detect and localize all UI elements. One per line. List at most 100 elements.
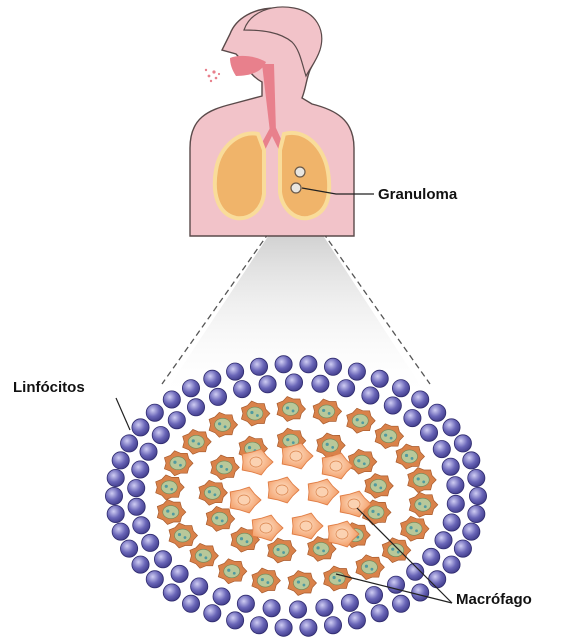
macrophage-cluster-icon <box>324 566 353 591</box>
lymphocyte-cell-icon <box>365 587 382 604</box>
lymphocyte-cell-icon <box>213 588 230 605</box>
macrophage-cluster-icon <box>409 492 438 517</box>
macrophage-cluster-icon <box>169 523 198 548</box>
lymphocyte-cell-icon <box>275 619 292 636</box>
lymphocyte-cell-icon <box>128 480 145 497</box>
lymphocyte-cell-icon <box>442 458 459 475</box>
lymphocyte-cell-icon <box>404 410 421 427</box>
lymphocyte-cell-icon <box>191 578 208 595</box>
lymphocyte-cell-icon <box>454 540 471 557</box>
lymphocyte-cell-icon <box>468 505 485 522</box>
lymphocyte-cell-icon <box>121 540 138 557</box>
lymphocyte-cell-icon <box>132 556 149 573</box>
lymphocyte-cell-icon <box>463 452 480 469</box>
lymphocyte-cell-icon <box>275 356 292 373</box>
lymphocyte-cell-icon <box>112 452 129 469</box>
macrophage-cluster-icon <box>252 568 281 593</box>
lymphocyte-cell-icon <box>182 595 199 612</box>
macrophage-cluster-icon <box>277 397 306 422</box>
lymphocyte-cell-icon <box>429 404 446 421</box>
lymphocyte-cell-icon <box>392 380 409 397</box>
macrofago-label: Macrófago <box>456 591 532 608</box>
lymphocyte-cell-icon <box>392 595 409 612</box>
lymphocyte-cell-icon <box>152 427 169 444</box>
macrophage-cell-icon <box>292 513 323 539</box>
lymphocyte-cell-icon <box>168 412 185 429</box>
lymphocyte-cell-icon <box>285 374 302 391</box>
macrophage-cluster-icon <box>347 408 376 433</box>
lymphocyte-cell-icon <box>429 571 446 588</box>
lymphocyte-cell-icon <box>300 356 317 373</box>
lymphocyte-cell-icon <box>237 595 254 612</box>
lymphocyte-cell-icon <box>469 487 486 504</box>
macrophage-cluster-icon <box>241 401 270 426</box>
lymphocyte-cell-icon <box>371 605 388 622</box>
macrophage-cell-icon <box>252 515 283 541</box>
lymphocyte-cell-icon <box>171 565 188 582</box>
macrophage-cluster-icon <box>348 449 377 474</box>
macrophage-cluster-icon <box>288 571 317 596</box>
lymphocyte-cell-icon <box>259 376 276 393</box>
lymphocyte-cell-icon <box>142 534 159 551</box>
granuloma-spot-1 <box>295 167 305 177</box>
macrophage-cluster-icon <box>401 516 430 541</box>
lymphocyte-cell-icon <box>209 388 226 405</box>
macrophage-cluster-icon <box>157 500 186 525</box>
lymphocyte-cell-icon <box>105 487 122 504</box>
lymphocyte-cell-icon <box>154 551 171 568</box>
macrophage-cell-icon <box>230 487 261 513</box>
lymphocyte-cell-icon <box>348 363 365 380</box>
lymphocyte-cell-icon <box>433 441 450 458</box>
macrophage-cell-icon <box>242 449 273 475</box>
lymphocyte-cell-icon <box>204 605 221 622</box>
lymphocyte-cell-icon <box>324 617 341 634</box>
lymphocyte-cell-icon <box>435 532 452 549</box>
macrophage-cluster-icon <box>396 444 425 469</box>
macrophage-cluster-icon <box>365 474 394 499</box>
lymphocyte-cell-icon <box>423 548 440 565</box>
lymphocyte-cell-icon <box>463 523 480 540</box>
lymphocyte-cell-icon <box>163 584 180 601</box>
macrophage-cluster-icon <box>156 475 185 500</box>
macrophage-cluster-icon <box>209 412 238 437</box>
lymphocyte-cell-icon <box>443 556 460 573</box>
human-torso-lungs-icon <box>190 7 354 236</box>
lymphocyte-cell-icon <box>146 571 163 588</box>
lymphocyte-cell-icon <box>140 443 157 460</box>
macrophage-cluster-icon <box>183 429 212 454</box>
lymphocyte-cell-icon <box>250 358 267 375</box>
lymphocyte-cell-icon <box>362 387 379 404</box>
lymphocyte-cell-icon <box>412 391 429 408</box>
lymphocyte-cell-icon <box>204 370 221 387</box>
macrophage-cluster-icon <box>199 480 228 505</box>
lymphocyte-cell-icon <box>300 619 317 636</box>
macrophage-cluster-icon <box>218 559 247 584</box>
lymphocyte-cell-icon <box>107 505 124 522</box>
lymphocyte-cell-icon <box>443 419 460 436</box>
lymphocyte-cell-icon <box>163 391 180 408</box>
lymphocyte-cell-icon <box>384 397 401 414</box>
granuloma-label: Granuloma <box>378 186 457 203</box>
lymphocyte-cell-icon <box>128 498 145 515</box>
lymphocyte-cell-icon <box>107 469 124 486</box>
lymphocyte-cell-icon <box>420 424 437 441</box>
macrophage-cell-icon <box>268 477 299 503</box>
lymphocyte-cell-icon <box>443 514 460 531</box>
lymphocyte-cell-icon <box>227 612 244 629</box>
macrophage-cluster-icon <box>206 506 235 531</box>
lymphocyte-cell-icon <box>324 358 341 375</box>
lymphocyte-cell-icon <box>132 419 149 436</box>
macrophage-cluster-icon <box>313 399 342 424</box>
lymphocyte-cell-icon <box>338 380 355 397</box>
lymphocyte-cell-icon <box>234 381 251 398</box>
lymphocyte-cell-icon <box>312 375 329 392</box>
lymphocyte-cell-icon <box>341 594 358 611</box>
macrophage-cluster-icon <box>190 543 219 568</box>
lymphocyte-cell-icon <box>316 599 333 616</box>
lymphocyte-cell-icon <box>447 495 464 512</box>
linfocitos-leader-line <box>116 398 130 430</box>
lymphocyte-cell-icon <box>146 404 163 421</box>
lymphocyte-cell-icon <box>348 612 365 629</box>
lymphocyte-cell-icon <box>289 601 306 618</box>
